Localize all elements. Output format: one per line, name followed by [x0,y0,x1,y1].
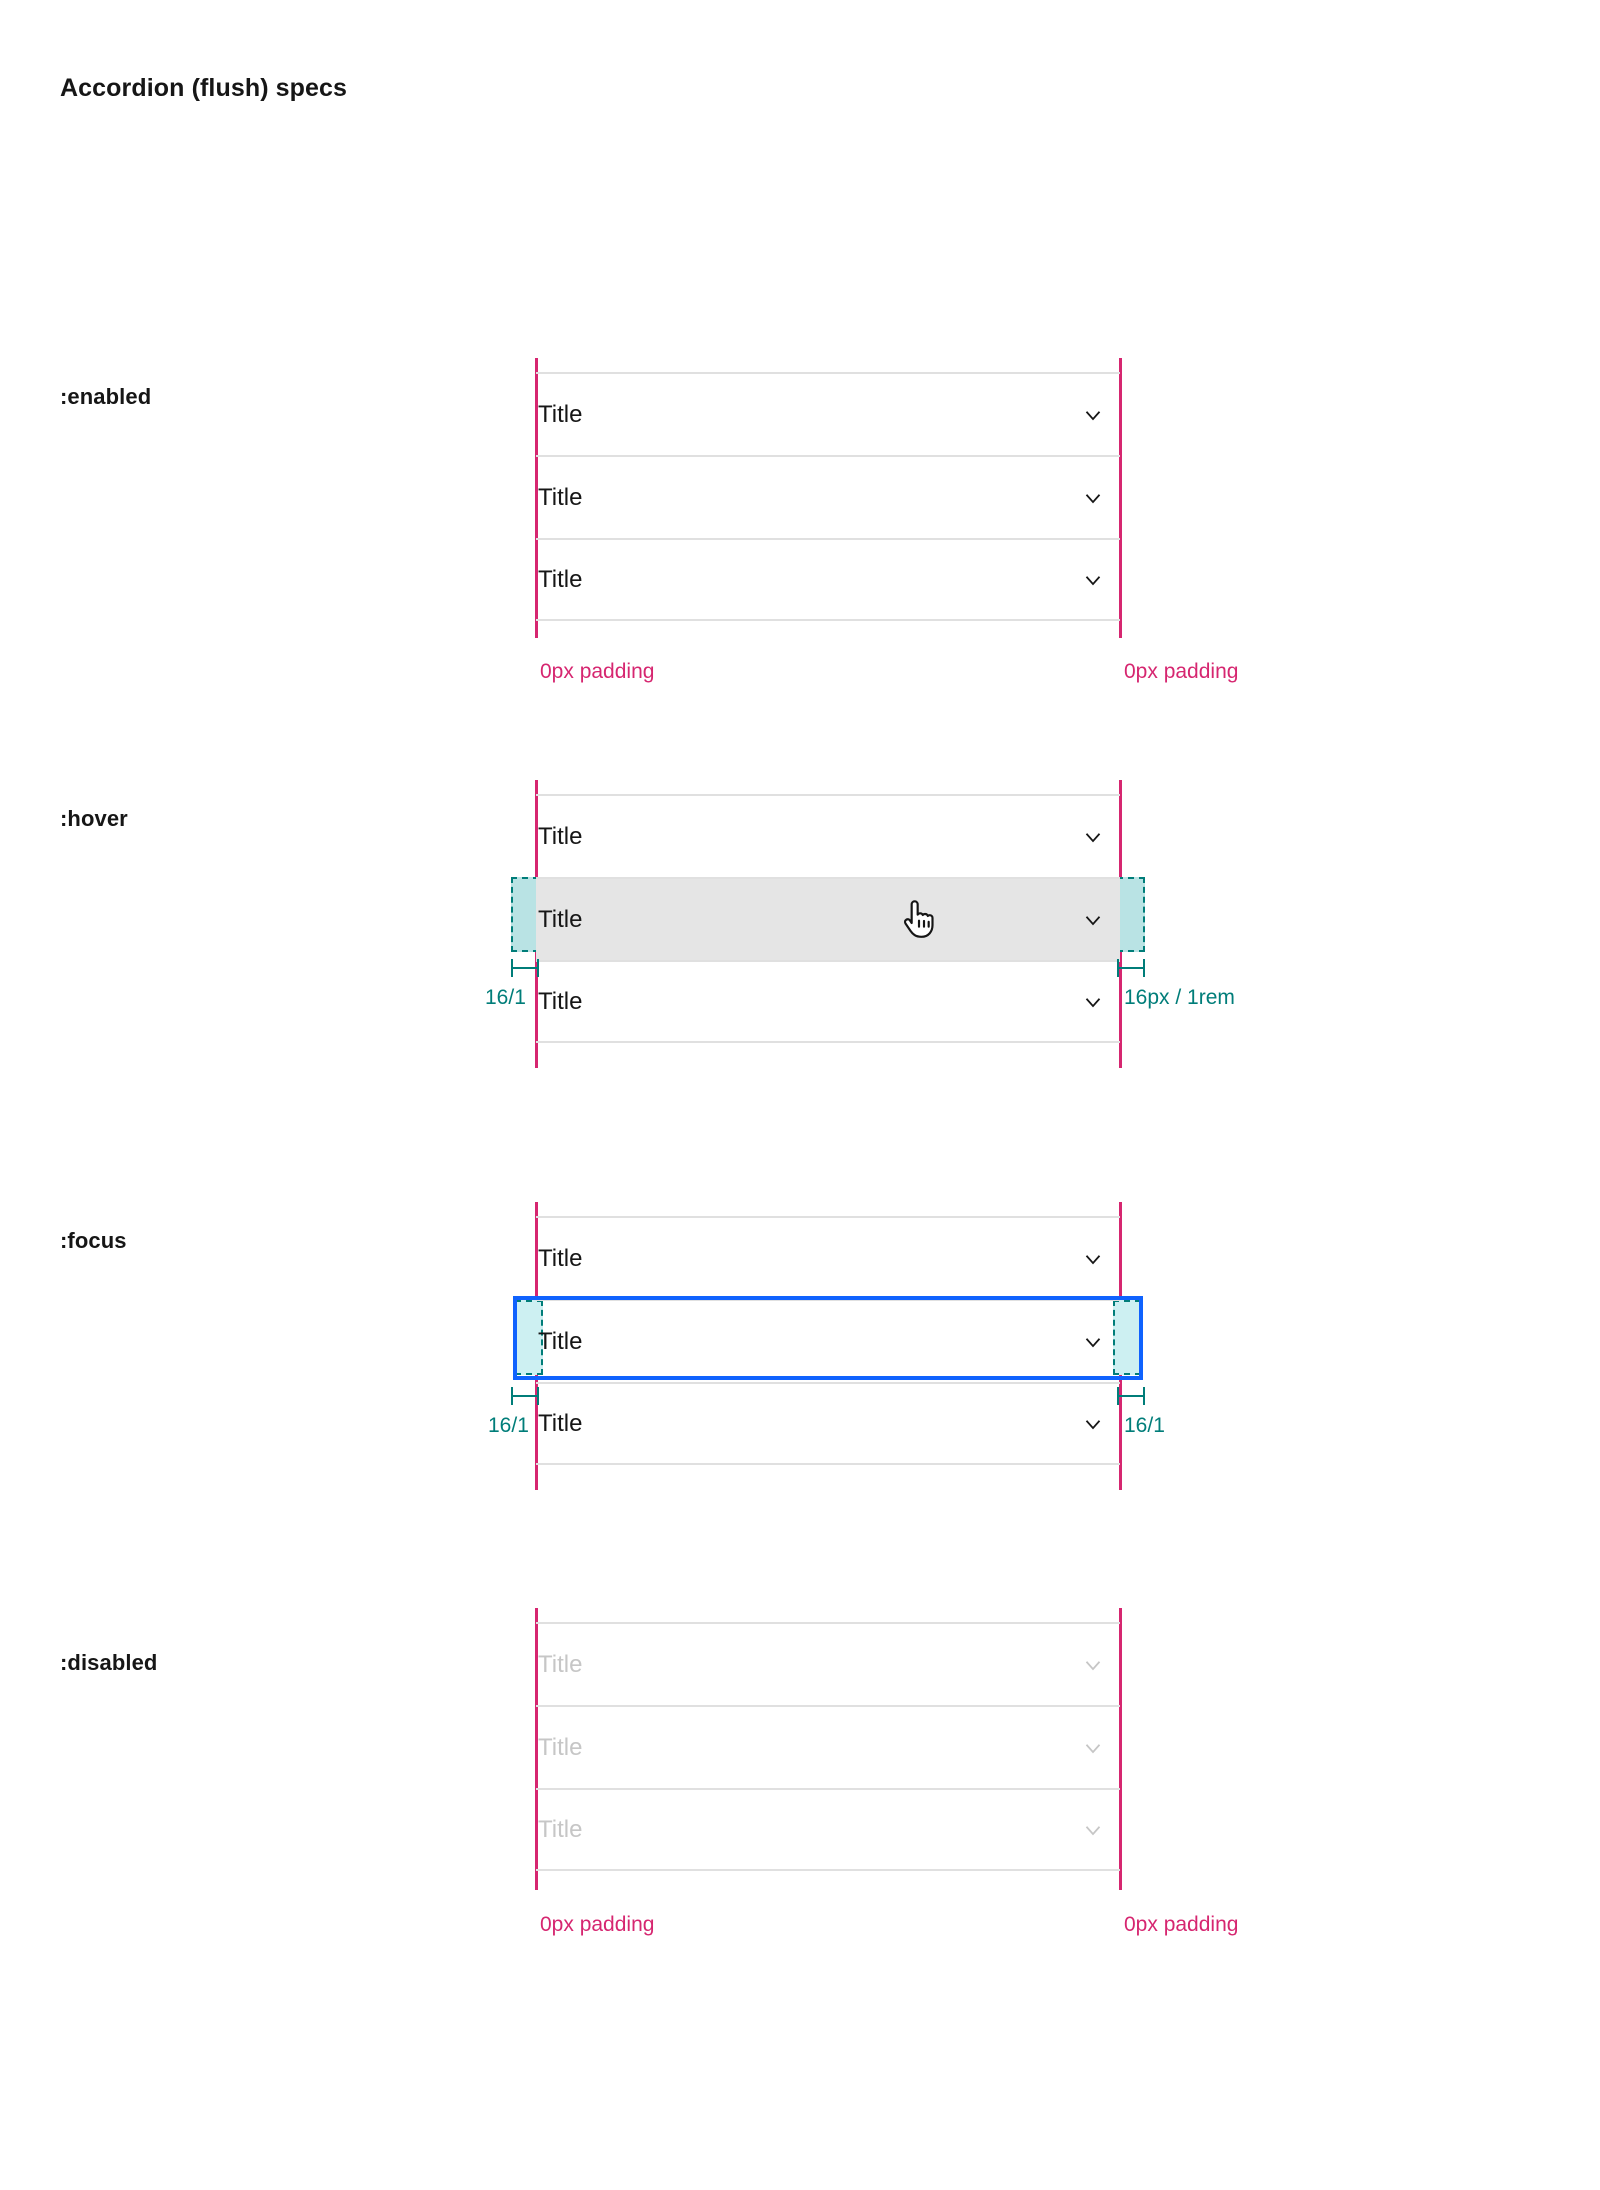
padding-guide-right [1119,358,1122,638]
accordion-row[interactable]: Title [536,794,1120,877]
spacing-highlight-left [511,877,539,952]
accordion-row-title: Title [538,483,583,511]
accordion-row-title: Title [538,565,583,593]
accordion-row-title: Title [538,1327,583,1355]
accordion-row[interactable]: Title [536,538,1120,621]
chevron-down-icon[interactable] [1080,485,1106,511]
annotation-left-measure-clip: 16/1 [488,1414,535,1448]
accordion-row-title: Title [538,905,583,933]
accordion-row-title: Title [538,1733,583,1761]
accordion-hover: Title Title Title [536,794,1120,1043]
accordion-row-title: Title [538,400,583,428]
accordion-row-title: Title [538,1815,583,1843]
annotation-left-measure: 16/1 [485,986,526,1009]
accordion-row: Title [536,1622,1120,1705]
state-label-hover: :hover [60,806,128,831]
chevron-down-icon[interactable] [1080,567,1106,593]
measure-rule-right [1117,1387,1145,1405]
chevron-down-icon[interactable] [1080,907,1106,933]
chevron-down-icon [1080,1652,1106,1678]
accordion-row: Title [536,1705,1120,1788]
chevron-down-icon[interactable] [1080,824,1106,850]
accordion-row[interactable]: Title [536,455,1120,538]
accordion-row-title: Title [538,1244,583,1272]
focus-outline [513,1296,1143,1380]
chevron-down-icon[interactable] [1080,402,1106,428]
state-label-enabled: :enabled [60,384,152,409]
annotation-left-padding: 0px padding [540,1913,655,1936]
accordion-row-title: Title [538,987,583,1015]
accordion-row[interactable]: Title [536,1216,1120,1299]
pointer-hand-cursor [898,898,938,942]
page-title: Accordion (flush) specs [60,74,348,102]
measure-rule-left [511,959,539,977]
annotation-left-padding: 0px padding [540,660,655,683]
annotation-left-measure-clip: 16/1 [485,986,535,1020]
annotation-left-measure: 16/1 [488,1414,529,1437]
padding-guide-left [535,358,538,638]
measure-rule-right [1117,959,1145,977]
annotation-right-padding: 0px padding [1124,660,1239,683]
chevron-down-icon[interactable] [1080,1329,1106,1355]
chevron-down-icon[interactable] [1080,989,1106,1015]
accordion-row-focused[interactable]: Title [536,1299,1120,1382]
chevron-down-icon [1080,1735,1106,1761]
accordion-focus: Title Title Title [536,1216,1120,1465]
chevron-down-icon [1080,1817,1106,1843]
annotation-right-measure: 16px / 1rem [1124,986,1235,1009]
accordion-row[interactable]: Title [536,960,1120,1043]
accordion-row-title: Title [538,1409,583,1437]
state-label-focus: :focus [60,1228,127,1253]
accordion-row[interactable]: Title [536,372,1120,455]
accordion-row-title: Title [538,822,583,850]
chevron-down-icon[interactable] [1080,1246,1106,1272]
padding-guide-left [535,1608,538,1890]
accordion-disabled: Title Title Title [536,1622,1120,1871]
state-label-disabled: :disabled [60,1650,158,1675]
chevron-down-icon[interactable] [1080,1411,1106,1437]
annotation-right-padding: 0px padding [1124,1913,1239,1936]
annotation-right-measure: 16/1 [1124,1414,1165,1437]
accordion-row[interactable]: Title [536,1382,1120,1465]
spacing-highlight-left [515,1300,543,1375]
measure-rule-left [511,1387,539,1405]
accordion-enabled: Title Title Title [536,372,1120,621]
spacing-highlight-right [1117,877,1145,952]
accordion-row: Title [536,1788,1120,1871]
accordion-row-title: Title [538,1650,583,1678]
accordion-row-hovered[interactable]: Title [536,877,1120,960]
padding-guide-right [1119,1608,1122,1890]
